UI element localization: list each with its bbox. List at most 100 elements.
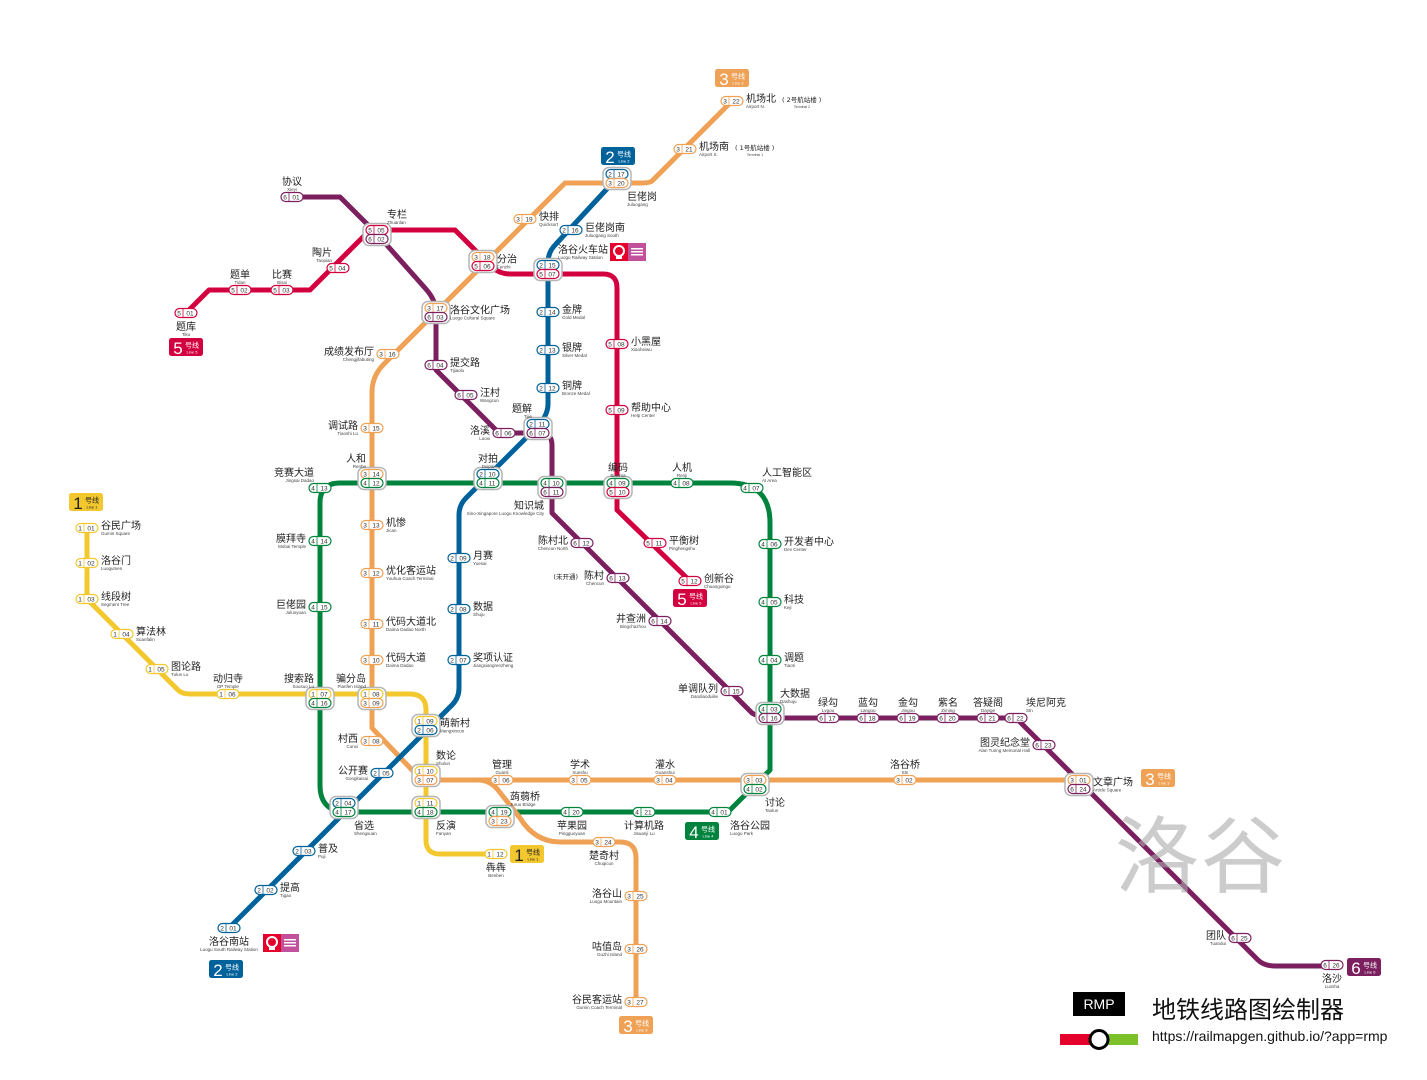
footer-url[interactable]: https://railmapgen.github.io/?app=rmp — [1152, 1028, 1388, 1044]
